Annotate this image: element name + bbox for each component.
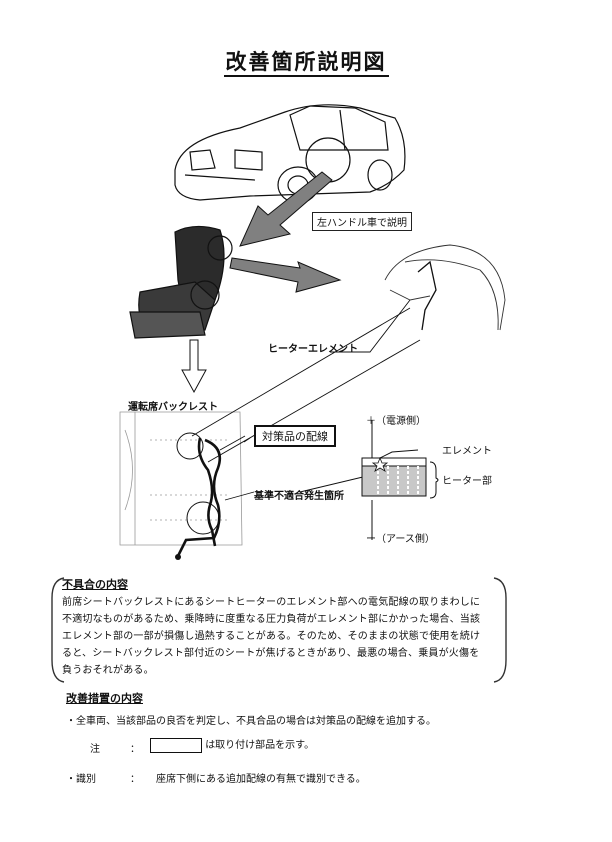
defect-line: ると、シートバックレスト部付近のシートが焦げるときがあり、最悪の場合、乗員が火傷…	[62, 648, 480, 659]
defect-location-label: 基準不適合発生箇所	[254, 491, 344, 502]
heater-schematic	[361, 420, 439, 540]
seatback-detail	[384, 244, 506, 331]
seat-label: 運転席バックレスト	[128, 402, 218, 413]
heater-element-label: ヒーターエレメント	[268, 344, 358, 355]
heater-part-label: ヒーター部	[442, 476, 492, 487]
defect-line: 前席シートバックレストにあるシートヒーターのエレメント部への電気配線の取りまわし…	[62, 597, 481, 608]
wiring-label: 対策品の配線	[254, 425, 336, 447]
remedy-item: ・全車両、当該部品の良否を判定し、不具合品の場合は対策品の配線を追加する。	[66, 716, 436, 727]
arrow-car-to-seat	[239, 171, 333, 247]
defect-heading: 不具合の内容	[62, 578, 128, 591]
defect-section-brace	[51, 577, 65, 683]
ident-text: 座席下側にある追加配線の有無で識別できる。	[156, 774, 366, 785]
power-side-label: ＋（電源側）	[366, 416, 426, 427]
wiring-harness	[176, 437, 222, 557]
seat-illustration	[129, 225, 233, 339]
defect-section-brace-right	[493, 577, 507, 683]
defect-body: 前席シートバックレストにあるシートヒーターのエレメント部への電気配線の取りまわし…	[62, 594, 508, 679]
remedy-heading: 改善措置の内容	[66, 692, 143, 705]
leader-lines	[191, 299, 421, 501]
defect-line: 負うおそれがある。	[62, 665, 154, 676]
defect-line: 不適切なものがあるため、乗降時に度重なる圧力負荷がエレメント部にかかった場合、当…	[62, 614, 481, 625]
legend-box	[150, 737, 202, 753]
car-illustration	[174, 104, 406, 204]
defect-line: エレメント部の一部が損傷し過熱することがある。そのため、そのままの状態で使用を続…	[62, 631, 481, 642]
car-note-label: 左ハンドル車で説明	[312, 212, 412, 231]
earth-side-label: ー（アース側）	[366, 534, 435, 545]
arrow-seat-down	[181, 339, 207, 394]
arrow-seat-to-detail	[229, 257, 342, 293]
seatback-outline	[119, 411, 243, 546]
page-title: 改善箇所説明図	[0, 46, 612, 77]
note-colon: ：	[130, 744, 140, 755]
star-icon	[371, 456, 389, 472]
note-legend: は取り付け部品を示す。	[150, 736, 314, 753]
element-label: エレメント	[442, 446, 492, 457]
note-text: は取り付け部品を示す。	[205, 740, 315, 751]
ident-colon: ：	[130, 774, 140, 785]
ident-label: ・識別	[66, 774, 96, 785]
note-label: 注	[90, 744, 100, 755]
